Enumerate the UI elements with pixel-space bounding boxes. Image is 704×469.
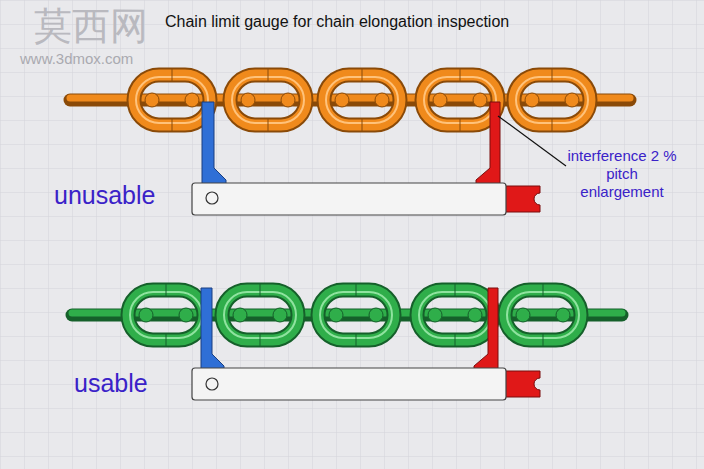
gauge-red-finger <box>476 102 500 186</box>
chain-link-seam <box>268 68 269 82</box>
chain-pin <box>329 308 343 322</box>
chain-link-face <box>505 290 581 340</box>
chain-link-seam <box>172 118 173 132</box>
chain-link-seam <box>356 333 357 347</box>
chain-link <box>505 290 581 340</box>
gauge-red-tab <box>505 371 540 397</box>
chain-rod-highlight <box>72 310 622 317</box>
chain-pin <box>565 93 579 107</box>
chain-link-face <box>128 290 204 340</box>
callout-text: interference 2 % pitch enlargement <box>566 147 678 201</box>
chain-link <box>417 290 493 340</box>
leader-line <box>498 116 566 166</box>
status-label: unusable <box>54 180 155 210</box>
chain-pin <box>468 308 482 322</box>
chain-rod <box>72 309 622 322</box>
chain-link <box>514 75 590 125</box>
gauge-hole <box>206 192 218 204</box>
chain-pin <box>335 93 349 107</box>
chain-link-seam <box>552 68 553 82</box>
chain-link-shine <box>136 77 208 123</box>
chain-link-face <box>222 290 298 340</box>
chain-link-shine <box>130 292 202 338</box>
chain-link-face <box>230 75 306 125</box>
chain-pin <box>433 93 447 107</box>
chain-pin <box>139 308 153 322</box>
chain-pin <box>145 93 159 107</box>
chain-pin <box>273 308 287 322</box>
chain-link <box>222 290 298 340</box>
chain-link-seam <box>356 283 357 297</box>
gauge-top <box>192 102 540 215</box>
chain-link-seam <box>460 118 461 132</box>
chain-pin <box>369 308 383 322</box>
chain-link-face <box>134 75 210 125</box>
chain-link-shine <box>516 77 588 123</box>
chain-link <box>318 290 394 340</box>
chain-link-shine <box>424 77 496 123</box>
chain-link-seam <box>455 283 456 297</box>
chain-pin <box>516 308 530 322</box>
chain-link-seam <box>362 118 363 132</box>
chain-link-seam <box>455 333 456 347</box>
chain-link-seam <box>362 68 363 82</box>
chain-link-seam <box>172 68 173 82</box>
chain-link-shine <box>232 77 304 123</box>
chain-link-shine <box>224 292 296 338</box>
gauge-bar <box>192 368 506 400</box>
gauge-blue-finger <box>202 102 226 186</box>
chain-pin <box>473 93 487 107</box>
chain-link <box>324 75 400 125</box>
chain-pin <box>185 93 199 107</box>
chain-link <box>422 75 498 125</box>
chain-link-seam <box>543 283 544 297</box>
gauge-bar <box>192 183 506 215</box>
chain-pin <box>428 308 442 322</box>
chain-link-face <box>417 290 493 340</box>
chain-link-seam <box>166 333 167 347</box>
chain-link <box>134 75 210 125</box>
chain-link-shine <box>419 292 491 338</box>
chain-link <box>230 75 306 125</box>
chain-rod <box>70 94 630 107</box>
chain-pin <box>375 93 389 107</box>
chain-link-seam <box>260 283 261 297</box>
chain-link-seam <box>460 68 461 82</box>
title: Chain limit gauge for chain elongation i… <box>165 12 509 31</box>
gauge-bottom <box>192 288 540 400</box>
chain-link-seam <box>166 283 167 297</box>
chain-pin <box>233 308 247 322</box>
chain-link-face <box>318 290 394 340</box>
status-label: usable <box>74 368 148 398</box>
watermark: 莫西网 <box>34 4 148 50</box>
chain-pin <box>179 308 193 322</box>
watermark-url: www.3dmox.com <box>20 50 133 68</box>
gauge-blue-finger <box>201 288 224 370</box>
chain-link-seam <box>260 333 261 347</box>
gauge-red-finger <box>474 288 498 370</box>
gauge-hole <box>206 378 218 390</box>
chain-pin <box>556 308 570 322</box>
chain-link-shine <box>326 77 398 123</box>
chain-pin <box>241 93 255 107</box>
chain-link-seam <box>543 333 544 347</box>
gauge-red-tab <box>505 186 540 212</box>
chain-link-shine <box>507 292 579 338</box>
chain-link-face <box>514 75 590 125</box>
chain-link-seam <box>268 118 269 132</box>
chain-link-shine <box>320 292 392 338</box>
chain <box>70 68 630 132</box>
chain-pin <box>525 93 539 107</box>
chain-pin <box>281 93 295 107</box>
chain-link <box>128 290 204 340</box>
chain-link-face <box>324 75 400 125</box>
chain-link-face <box>422 75 498 125</box>
chain <box>72 283 622 347</box>
chain-link-seam <box>552 118 553 132</box>
